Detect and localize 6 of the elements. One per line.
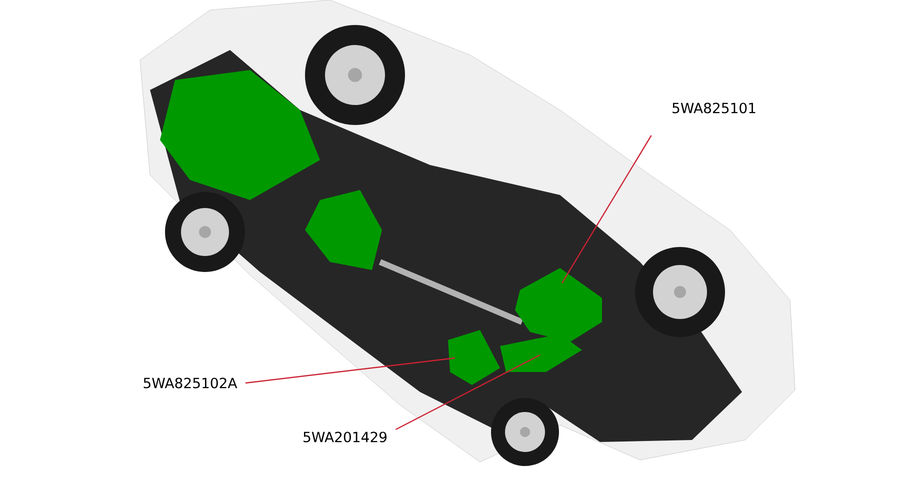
part-number-label: 5WA825102A: [144, 378, 238, 388]
part-number-label: 5WA201429: [304, 432, 386, 442]
leader-line: [395, 354, 540, 430]
leader-line: [562, 135, 652, 284]
part-number-label: 5WA825101: [672, 102, 756, 114]
leader-line: [245, 357, 456, 384]
